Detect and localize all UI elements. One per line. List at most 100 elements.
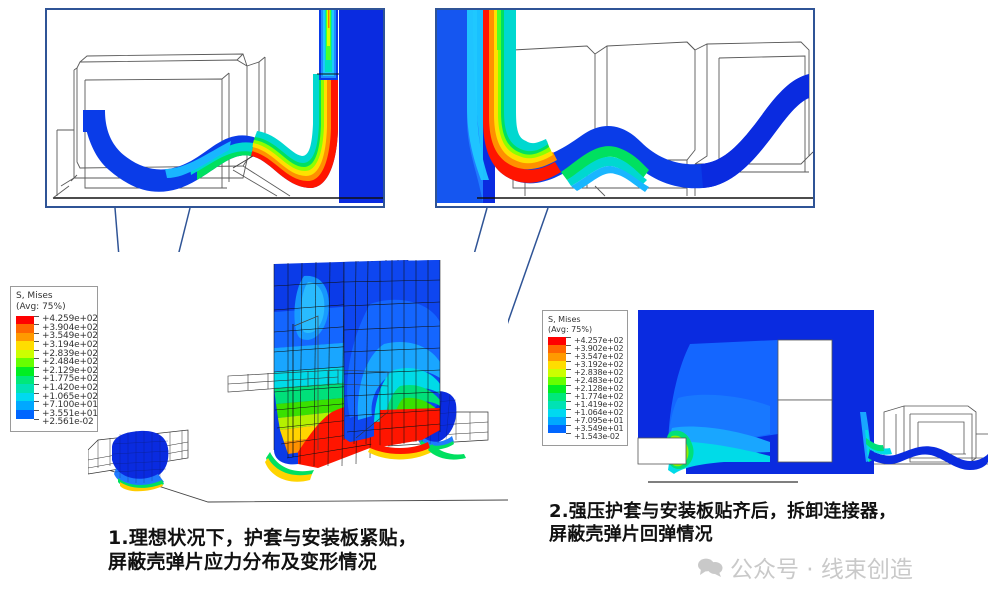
legend-color-swatch bbox=[548, 369, 566, 377]
legend-color-swatch bbox=[548, 409, 566, 417]
section-canvas bbox=[628, 302, 988, 490]
cavity-void-lower bbox=[777, 399, 833, 463]
base-void bbox=[637, 437, 687, 465]
legend-tick-mark bbox=[566, 385, 572, 393]
legend-value-label: +1.419e+02 bbox=[574, 400, 624, 409]
legend-row: +1.064e+02 bbox=[548, 408, 624, 417]
legend-row: +3.904e+02 bbox=[16, 323, 98, 333]
legend-row: +2.561e-02 bbox=[16, 417, 94, 428]
legend-color-swatch bbox=[16, 410, 34, 419]
legend-tick-mark bbox=[566, 425, 572, 433]
legend-value-label: +2.839e+02 bbox=[42, 348, 98, 359]
legend-tick-mark bbox=[566, 433, 572, 441]
legend-tick-mark bbox=[34, 418, 40, 428]
legend-row: +2.483e+02 bbox=[548, 376, 624, 385]
legend-left-subtitle: (Avg: 75%) bbox=[16, 302, 66, 313]
watermark-text: 公众号 · 线束创造 bbox=[730, 557, 913, 583]
legend-tick-mark bbox=[34, 332, 40, 342]
legend-tick-mark bbox=[566, 409, 572, 417]
legend-value-label: +3.549e+02 bbox=[42, 331, 98, 342]
legend-value-label: +1.420e+02 bbox=[42, 382, 98, 393]
legend-color-swatch bbox=[548, 337, 566, 345]
legend-color-swatch bbox=[16, 392, 34, 402]
shield-spring-contour-strip bbox=[467, 10, 809, 192]
base-plate-mesh bbox=[227, 369, 389, 439]
legend-value-label: +1.064e+02 bbox=[574, 408, 624, 417]
legend-tick-mark bbox=[566, 361, 572, 369]
legend-right-title: S, Mises bbox=[548, 315, 581, 324]
legend-tick-mark bbox=[566, 377, 572, 385]
legend-value-label: +2.561e-02 bbox=[42, 417, 94, 428]
legend-row: +1.065e+02 bbox=[16, 392, 98, 402]
legend-value-label: +3.547e+02 bbox=[574, 352, 624, 361]
legend-color-swatch bbox=[548, 433, 566, 441]
legend-tick-mark bbox=[566, 417, 572, 425]
cavity-void-upper bbox=[777, 339, 833, 401]
legend-color-swatch bbox=[16, 341, 34, 350]
legend-value-label: +1.543e-02 bbox=[574, 432, 620, 441]
legend-row: +7.095e+01 bbox=[548, 416, 624, 425]
legend-color-swatch bbox=[16, 419, 34, 428]
legend-row: +3.192e+02 bbox=[548, 360, 624, 369]
legend-color-swatch bbox=[16, 358, 34, 368]
shield-spring-contour-strip bbox=[866, 438, 988, 470]
legend-tick-mark bbox=[566, 393, 572, 401]
legend-value-label: +7.095e+01 bbox=[574, 416, 624, 425]
legend-value-label: +3.549e+01 bbox=[574, 424, 624, 433]
legend-color-swatch bbox=[548, 345, 566, 353]
inset-b-canvas bbox=[437, 10, 813, 206]
left-shield-clip bbox=[112, 430, 170, 492]
legend-row: +3.547e+02 bbox=[548, 352, 624, 361]
legend-row: +1.775e+02 bbox=[16, 374, 98, 385]
watermark: 公众号 · 线束创造 bbox=[697, 550, 913, 584]
legend-value-label: +2.838e+02 bbox=[574, 368, 624, 377]
legend-tick-mark bbox=[566, 369, 572, 377]
caption-case-2: 2.强压护套与安装板贴齐后，拆卸连接器， 屏蔽壳弹片回弹情况 bbox=[549, 501, 897, 546]
legend-value-label: +3.551e+01 bbox=[42, 408, 98, 419]
legend-right-rows: +4.257e+02+3.902e+02+3.547e+02+3.192e+02… bbox=[548, 336, 624, 441]
legend-value-label: +2.128e+02 bbox=[574, 384, 624, 393]
legend-color-swatch bbox=[16, 367, 34, 376]
inset-a-canvas bbox=[47, 10, 383, 206]
legend-right: S, Mises (Avg: 75%) +4.257e+02+3.902e+02… bbox=[542, 310, 628, 446]
legend-row: +2.129e+02 bbox=[16, 366, 98, 376]
legend-row: +2.128e+02 bbox=[548, 384, 624, 393]
legend-tick-mark bbox=[34, 392, 40, 402]
legend-row: +7.100e+01 bbox=[16, 400, 98, 411]
legend-row: +4.257e+02 bbox=[548, 336, 624, 345]
legend-tick-mark bbox=[34, 375, 40, 385]
legend-value-label: +1.774e+02 bbox=[574, 392, 624, 401]
legend-row: +3.549e+02 bbox=[16, 331, 98, 342]
legend-left-rows: +4.259e+02+3.904e+02+3.549e+02+3.194e+02… bbox=[16, 314, 98, 428]
legend-row: +4.259e+02 bbox=[16, 314, 98, 325]
legend-value-label: +3.904e+02 bbox=[42, 322, 98, 333]
legend-left: S, Mises (Avg: 75%) +4.259e+02+3.904e+02… bbox=[10, 286, 98, 433]
legend-color-swatch bbox=[548, 425, 566, 433]
legend-color-swatch bbox=[16, 349, 34, 359]
legend-color-swatch bbox=[548, 401, 566, 409]
legend-color-swatch bbox=[16, 332, 34, 342]
legend-value-label: +3.194e+02 bbox=[42, 339, 98, 350]
right-stress-panel bbox=[343, 260, 466, 460]
legend-row: +1.420e+02 bbox=[16, 383, 98, 393]
legend-color-swatch bbox=[16, 401, 34, 411]
legend-color-swatch bbox=[548, 361, 566, 369]
legend-value-label: +7.100e+01 bbox=[42, 400, 98, 411]
legend-value-label: +3.192e+02 bbox=[574, 360, 624, 369]
legend-tick-mark bbox=[566, 353, 572, 361]
legend-value-label: +1.065e+02 bbox=[42, 391, 98, 402]
legend-tick-mark bbox=[34, 410, 40, 419]
legend-color-swatch bbox=[548, 377, 566, 385]
legend-color-swatch bbox=[548, 353, 566, 361]
legend-color-swatch bbox=[16, 384, 34, 393]
speech-bubbles-icon bbox=[697, 556, 723, 578]
main-3d-fea-view bbox=[87, 252, 509, 514]
section-fea-view bbox=[628, 302, 988, 490]
legend-tick-mark bbox=[34, 315, 40, 325]
legend-tick-mark bbox=[34, 358, 40, 367]
legend-color-swatch bbox=[548, 393, 566, 401]
legend-row: +2.484e+02 bbox=[16, 357, 98, 368]
legend-tick-mark bbox=[34, 324, 40, 333]
legend-color-swatch bbox=[16, 324, 34, 333]
